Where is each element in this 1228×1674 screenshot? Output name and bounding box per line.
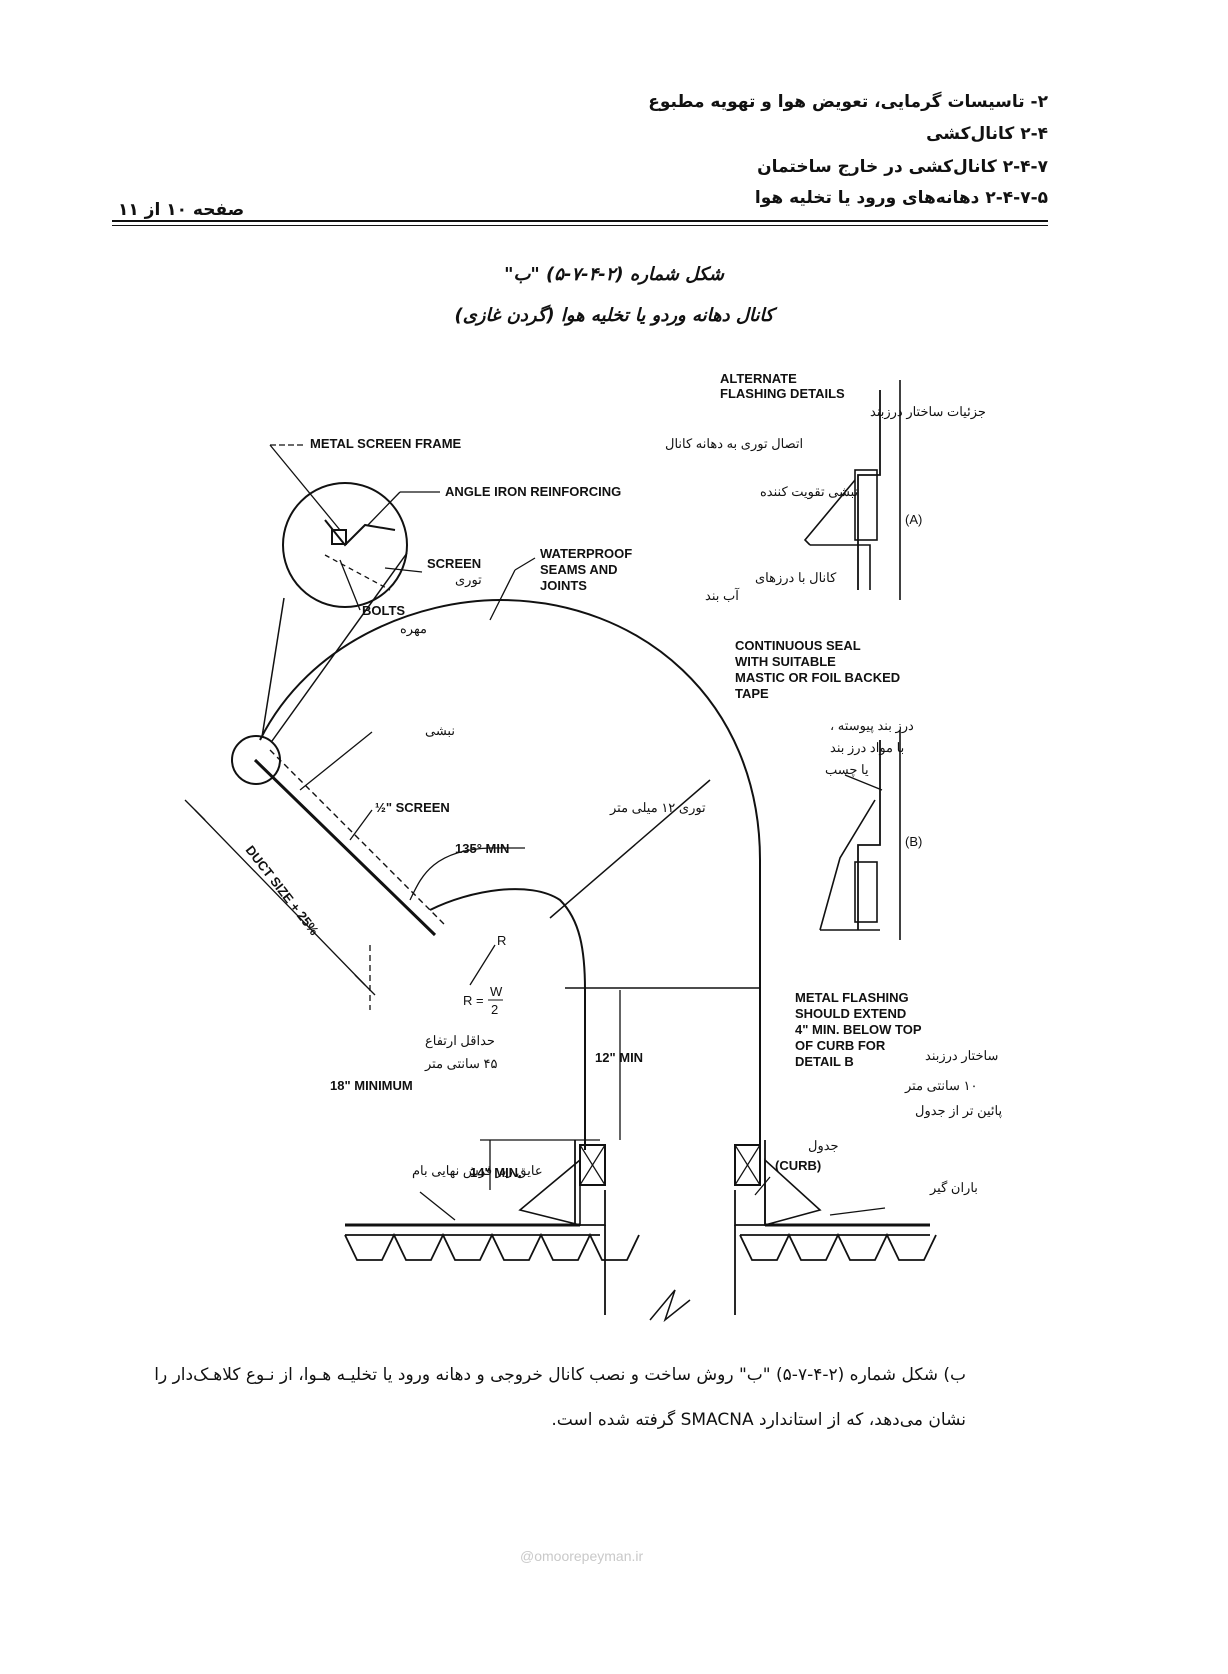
- label-seal-3: MASTIC OR FOIL BACKED: [735, 670, 900, 685]
- label-curb-fa: جدول: [808, 1138, 839, 1154]
- curb-right: [734, 1144, 761, 1186]
- label-screen-fa: توری: [455, 572, 482, 588]
- label-bolts-fa: مهره: [400, 621, 427, 637]
- label-detail-a: (A): [905, 512, 922, 527]
- header-section-4: ۲-۴-۷-۵ دهانه‌های ورود یا تخلیه هوا: [754, 188, 1048, 208]
- label-12-min: 12" MIN: [595, 1050, 643, 1065]
- watermark-text: @omoorepeyman.ir: [520, 1548, 644, 1564]
- duct-outer-wall: [259, 598, 761, 1150]
- label-seal-fa-1: درز بند پیوسته ،: [830, 718, 914, 734]
- label-w: W: [490, 984, 503, 999]
- label-waterproof-2: SEAMS AND: [540, 562, 618, 577]
- label-half-screen: ½" SCREEN: [375, 800, 450, 815]
- label-r: R: [497, 933, 506, 948]
- label-r-equals: R =: [463, 993, 484, 1008]
- header-section-2: ۲-۴ کانال‌کشی: [926, 124, 1048, 144]
- label-metal-flash-3: 4" MIN. BELOW TOP: [795, 1022, 922, 1037]
- label-metal-flash-2: SHOULD EXTEND: [795, 1006, 906, 1021]
- label-waterproof-1: WATERPROOF: [540, 546, 632, 561]
- label-min-height-fa-2: ۴۵ سانتی متر: [424, 1056, 497, 1072]
- label-duct-size: DUCT SIZE + 25%: [243, 843, 322, 939]
- label-angle-iron-fa: نبشی تقویت کننده: [760, 484, 858, 500]
- label-bolts: BOLTS: [362, 603, 405, 618]
- label-insulation-fa: عایق زیر فرش نهایی بام: [412, 1163, 543, 1179]
- label-seal-fa-2: با مواد درز بند: [830, 740, 904, 756]
- label-detail-b: (B): [905, 834, 922, 849]
- figure-title: شکل شماره (۲-۴-۷-۵) "ب": [504, 264, 724, 285]
- header-section-1: ۲- تاسیسات گرمایی، تعویض هوا و تهویه مطب…: [648, 92, 1048, 112]
- paragraph-line-2: نشان می‌دهد، که از استاندارد SMACNA گرفت…: [551, 1410, 966, 1430]
- label-metal-flash-5: DETAIL B: [795, 1054, 854, 1069]
- label-metal-flash-fa-3: پائین تر از جدول: [915, 1103, 1002, 1119]
- label-metal-flash-fa-2: ۱۰ سانتی متر: [904, 1078, 977, 1094]
- duct-inner-wall: [429, 888, 586, 1150]
- label-seal-4: TAPE: [735, 686, 769, 701]
- label-waterproof-fa-2: آب بند: [705, 587, 740, 603]
- screen-line: [253, 758, 437, 937]
- drawing-lines: [184, 380, 937, 1323]
- label-two: 2: [491, 1002, 498, 1017]
- label-135-min: 135° MIN: [455, 841, 509, 856]
- label-metal-flash-fa-1: ساختار درزبند: [925, 1048, 998, 1064]
- label-seal-1: CONTINUOUS SEAL: [735, 638, 861, 653]
- label-14-min: 14" MIN.: [470, 1165, 522, 1180]
- label-min-height-fa-1: حداقل ارتفاع: [425, 1033, 495, 1049]
- header-rule-thin: [112, 225, 1048, 226]
- label-angle-iron: ANGLE IRON REINFORCING: [445, 484, 621, 499]
- header-rule: [112, 220, 1048, 222]
- label-metal-flash-4: OF CURB FOR: [795, 1038, 886, 1053]
- label-metal-flash-1: METAL FLASHING: [795, 990, 909, 1005]
- label-alternate-2: FLASHING DETAILS: [720, 386, 845, 401]
- label-rain-fa: باران گیر: [929, 1180, 978, 1196]
- detail-circle-small: [231, 735, 281, 785]
- label-min-height: 18" MINIMUM: [330, 1078, 413, 1093]
- page-number: صفحه ۱۰ از ۱۱: [118, 200, 245, 220]
- header-section-3: ۲-۴-۷ کانال‌کشی در خارج ساختمان: [757, 157, 1048, 177]
- figure-subtitle: کانال دهانه وردو یا تخلیه هوا (گردن غازی…: [454, 305, 774, 326]
- label-half-screen-fa: توری ۱۲ میلی متر: [609, 800, 706, 816]
- label-curb: (CURB): [775, 1158, 821, 1173]
- label-screen: SCREEN: [427, 556, 481, 571]
- label-seal-2: WITH SUITABLE: [735, 654, 836, 669]
- label-waterproof-3: JOINTS: [540, 578, 587, 593]
- detail-circle-large: [282, 482, 408, 608]
- label-alternate-fa: جزئیات ساختار درزبند: [870, 404, 986, 420]
- label-waterproof-fa-1: کانال با درزهای: [755, 570, 837, 586]
- label-alternate-1: ALTERNATE: [720, 371, 797, 386]
- label-metal-screen-frame-fa: اتصال توری به دهانه کانال: [665, 436, 803, 452]
- label-metal-screen-frame: METAL SCREEN FRAME: [310, 436, 462, 451]
- paragraph-line-1: ب) شکل شماره (۲-۴-۷-۵) "ب" روش ساخت و نص…: [154, 1365, 966, 1385]
- label-angle-fa: نبشی: [425, 723, 455, 738]
- label-seal-fa-3: یا چسب: [825, 762, 869, 777]
